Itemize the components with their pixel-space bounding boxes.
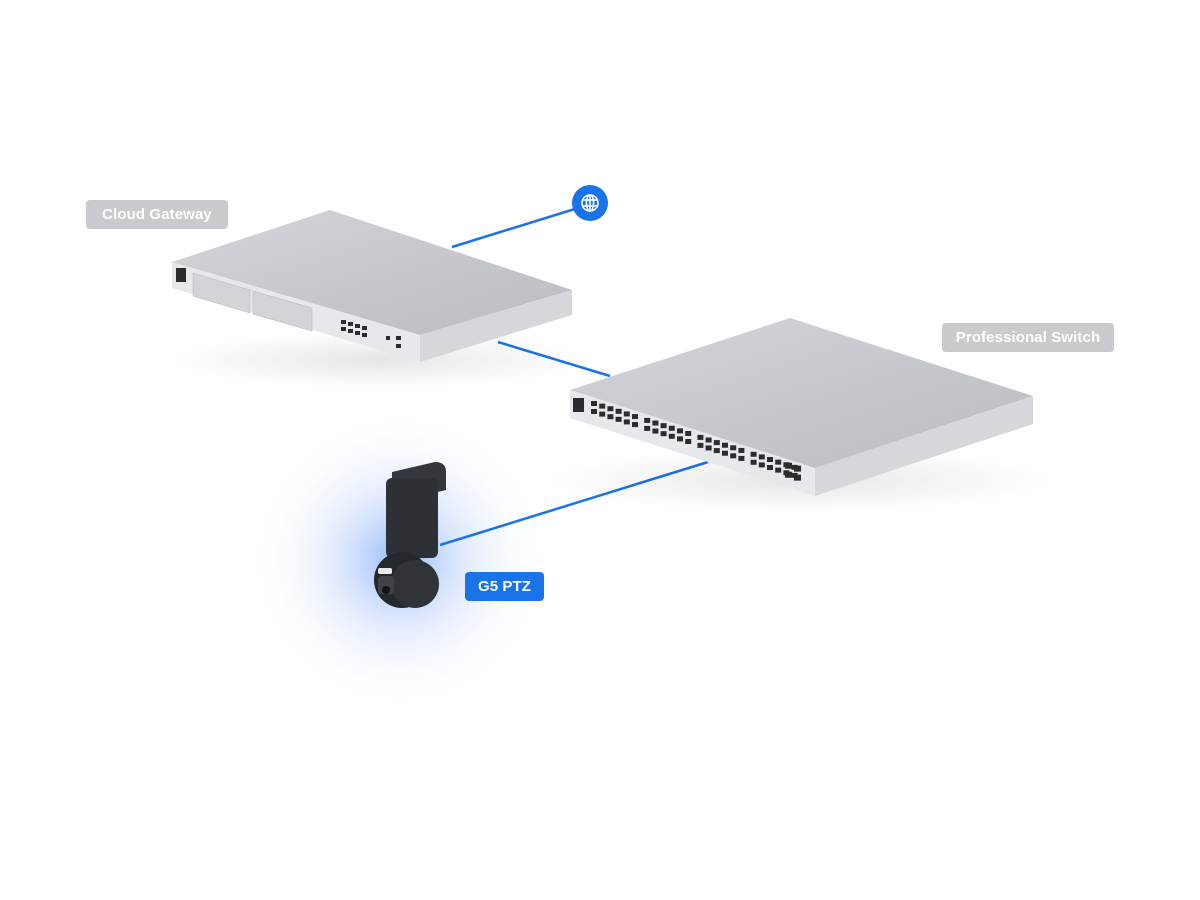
g5-ptz-camera[interactable] — [374, 462, 446, 608]
cloud-gateway-device[interactable] — [170, 210, 590, 388]
console-port — [573, 398, 584, 412]
power-port — [176, 268, 186, 282]
drive-bay-2 — [252, 290, 313, 332]
link-gateway-internet — [451, 206, 579, 249]
drive-bay-1 — [192, 272, 251, 314]
label-g5-ptz: G5 PTZ — [465, 572, 544, 601]
professional-switch-device[interactable] — [550, 318, 1050, 512]
internet-node[interactable] — [572, 185, 608, 221]
switch-ports — [591, 401, 801, 481]
ethernet-ports — [341, 320, 401, 348]
globe-icon — [581, 194, 599, 212]
label-cloud-gateway: Cloud Gateway — [86, 200, 228, 229]
label-professional-switch: Professional Switch — [942, 323, 1114, 352]
